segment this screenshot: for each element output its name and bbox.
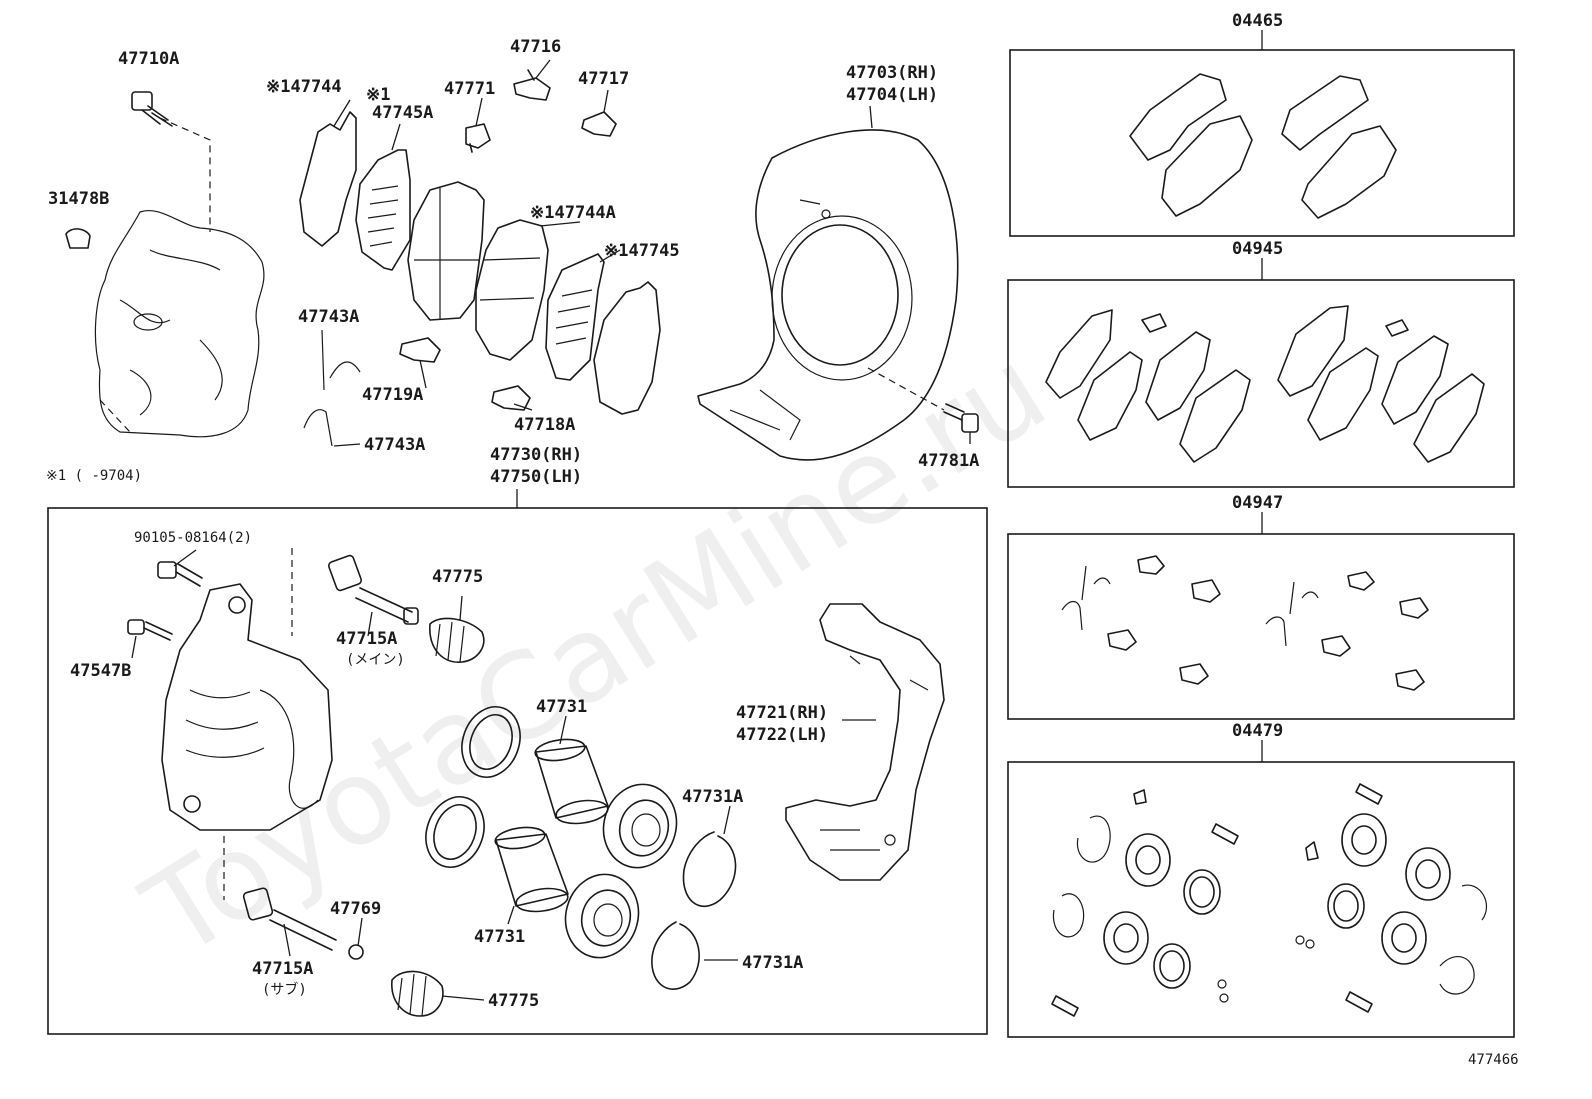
label-47731A-bottom: 47731A <box>742 953 803 973</box>
kit-box-04465 <box>1009 49 1515 237</box>
bolt-47710A-icon <box>131 91 173 127</box>
label-147744: ※147744 <box>266 77 342 97</box>
label-47704: 47704(LH) <box>846 85 938 105</box>
watermark: ToyotaCarMine.ru <box>121 320 1069 984</box>
label-kit-04947: 04947 <box>1232 493 1283 513</box>
diagram-id: 477466 <box>1468 1052 1519 1068</box>
bolt-47547B-icon <box>127 619 173 641</box>
label-47743A-bottom: 47743A <box>364 435 425 455</box>
label-47715A-sub: 47715A <box>252 959 313 979</box>
shim-47745A-icon <box>355 149 411 271</box>
piston-47731-lower-icon <box>494 826 569 913</box>
brake-pad-147744A-icon <box>475 219 549 361</box>
kit-box-04945 <box>1007 279 1515 488</box>
kit-04947-clips-icon <box>1061 555 1429 691</box>
label-kit-04945: 04945 <box>1232 239 1283 259</box>
label-47717: 47717 <box>578 69 629 89</box>
kit-box-04479 <box>1007 761 1515 1038</box>
label-kit-04465: 04465 <box>1232 11 1283 31</box>
label-90105-08164: 90105-08164(2) <box>134 530 252 546</box>
shim-147745-icon <box>545 253 605 381</box>
label-47731-top: 47731 <box>536 697 587 717</box>
label-47745A: 47745A <box>372 103 433 123</box>
plug-31478B-icon <box>65 228 91 249</box>
caliper-mounting-bracket-icon <box>785 603 945 881</box>
label-47722: 47722(LH) <box>736 725 828 745</box>
brake-pad-center-icon <box>407 181 485 321</box>
label-47718A: 47718A <box>514 415 575 435</box>
dust-boot-upper-icon <box>602 783 678 869</box>
clip-47716-icon <box>513 69 551 101</box>
shim-147745-outer-icon <box>593 281 661 415</box>
caliper-assembly-outline <box>94 117 265 438</box>
label-47775-bottom: 47775 <box>488 991 539 1011</box>
label-kit-04479: 04479 <box>1232 721 1283 741</box>
dust-boot-lower-icon <box>564 873 640 959</box>
spring-47743A-icon <box>303 329 361 447</box>
label-47745A-note: ※1 <box>366 85 390 105</box>
label-47710A: 47710A <box>118 49 179 69</box>
label-47716: 47716 <box>510 37 561 57</box>
label-47715A-main-note: (メイン) <box>346 652 405 668</box>
bushing-47769-icon <box>348 944 364 960</box>
label-47719A: 47719A <box>362 385 423 405</box>
label-47771: 47771 <box>444 79 495 99</box>
kit-04479-seals-icon <box>1051 783 1487 1017</box>
label-47775-top: 47775 <box>432 567 483 587</box>
kit-04945-shims-icon <box>1045 305 1485 463</box>
label-47769: 47769 <box>330 899 381 919</box>
kit-04465-pads-icon <box>1129 73 1397 219</box>
set-ring-47731A-upper-icon <box>682 831 737 908</box>
clip-47717-icon <box>581 111 617 137</box>
dust-shield-icon <box>697 129 959 461</box>
label-47721: 47721(RH) <box>736 703 828 723</box>
label-47703: 47703(RH) <box>846 63 938 83</box>
piston-seal-upper-icon <box>461 706 521 778</box>
label-147745: ※147745 <box>604 241 680 261</box>
label-147744A: ※147744A <box>530 203 616 223</box>
label-47731-bottom: 47731 <box>474 927 525 947</box>
boot-47775-top-icon <box>429 617 485 663</box>
boot-47775-bottom-icon <box>391 970 444 1017</box>
label-47731A-top: 47731A <box>682 787 743 807</box>
clip-47771-icon <box>465 123 491 153</box>
piston-47731-upper-icon <box>534 738 609 825</box>
shim-147744-icon <box>299 111 357 247</box>
bolt-90105-icon <box>157 561 203 587</box>
label-47547B: 47547B <box>70 661 131 681</box>
label-47730: 47730(RH) <box>490 445 582 465</box>
label-47743A-top: 47743A <box>298 307 359 327</box>
label-31478B: 31478B <box>48 189 109 209</box>
leader-lines <box>131 59 971 1001</box>
set-ring-47731A-lower-icon <box>651 921 700 990</box>
slide-pin-47715A-sub-icon <box>242 887 337 951</box>
clip-47719A-icon <box>399 337 441 363</box>
label-47715A-main: 47715A <box>336 629 397 649</box>
footnote: ※1 ( -9704) <box>46 468 142 484</box>
label-47750: 47750(LH) <box>490 467 582 487</box>
clip-47718A-icon <box>491 385 531 411</box>
piston-seal-lower-icon <box>425 796 485 868</box>
label-47715A-sub-note: (サブ) <box>262 981 307 998</box>
label-47781A: 47781A <box>918 451 979 471</box>
kit-box-04947 <box>1007 533 1515 720</box>
slide-pin-47715A-main-icon <box>327 554 419 625</box>
caliper-body-icon <box>161 548 333 900</box>
